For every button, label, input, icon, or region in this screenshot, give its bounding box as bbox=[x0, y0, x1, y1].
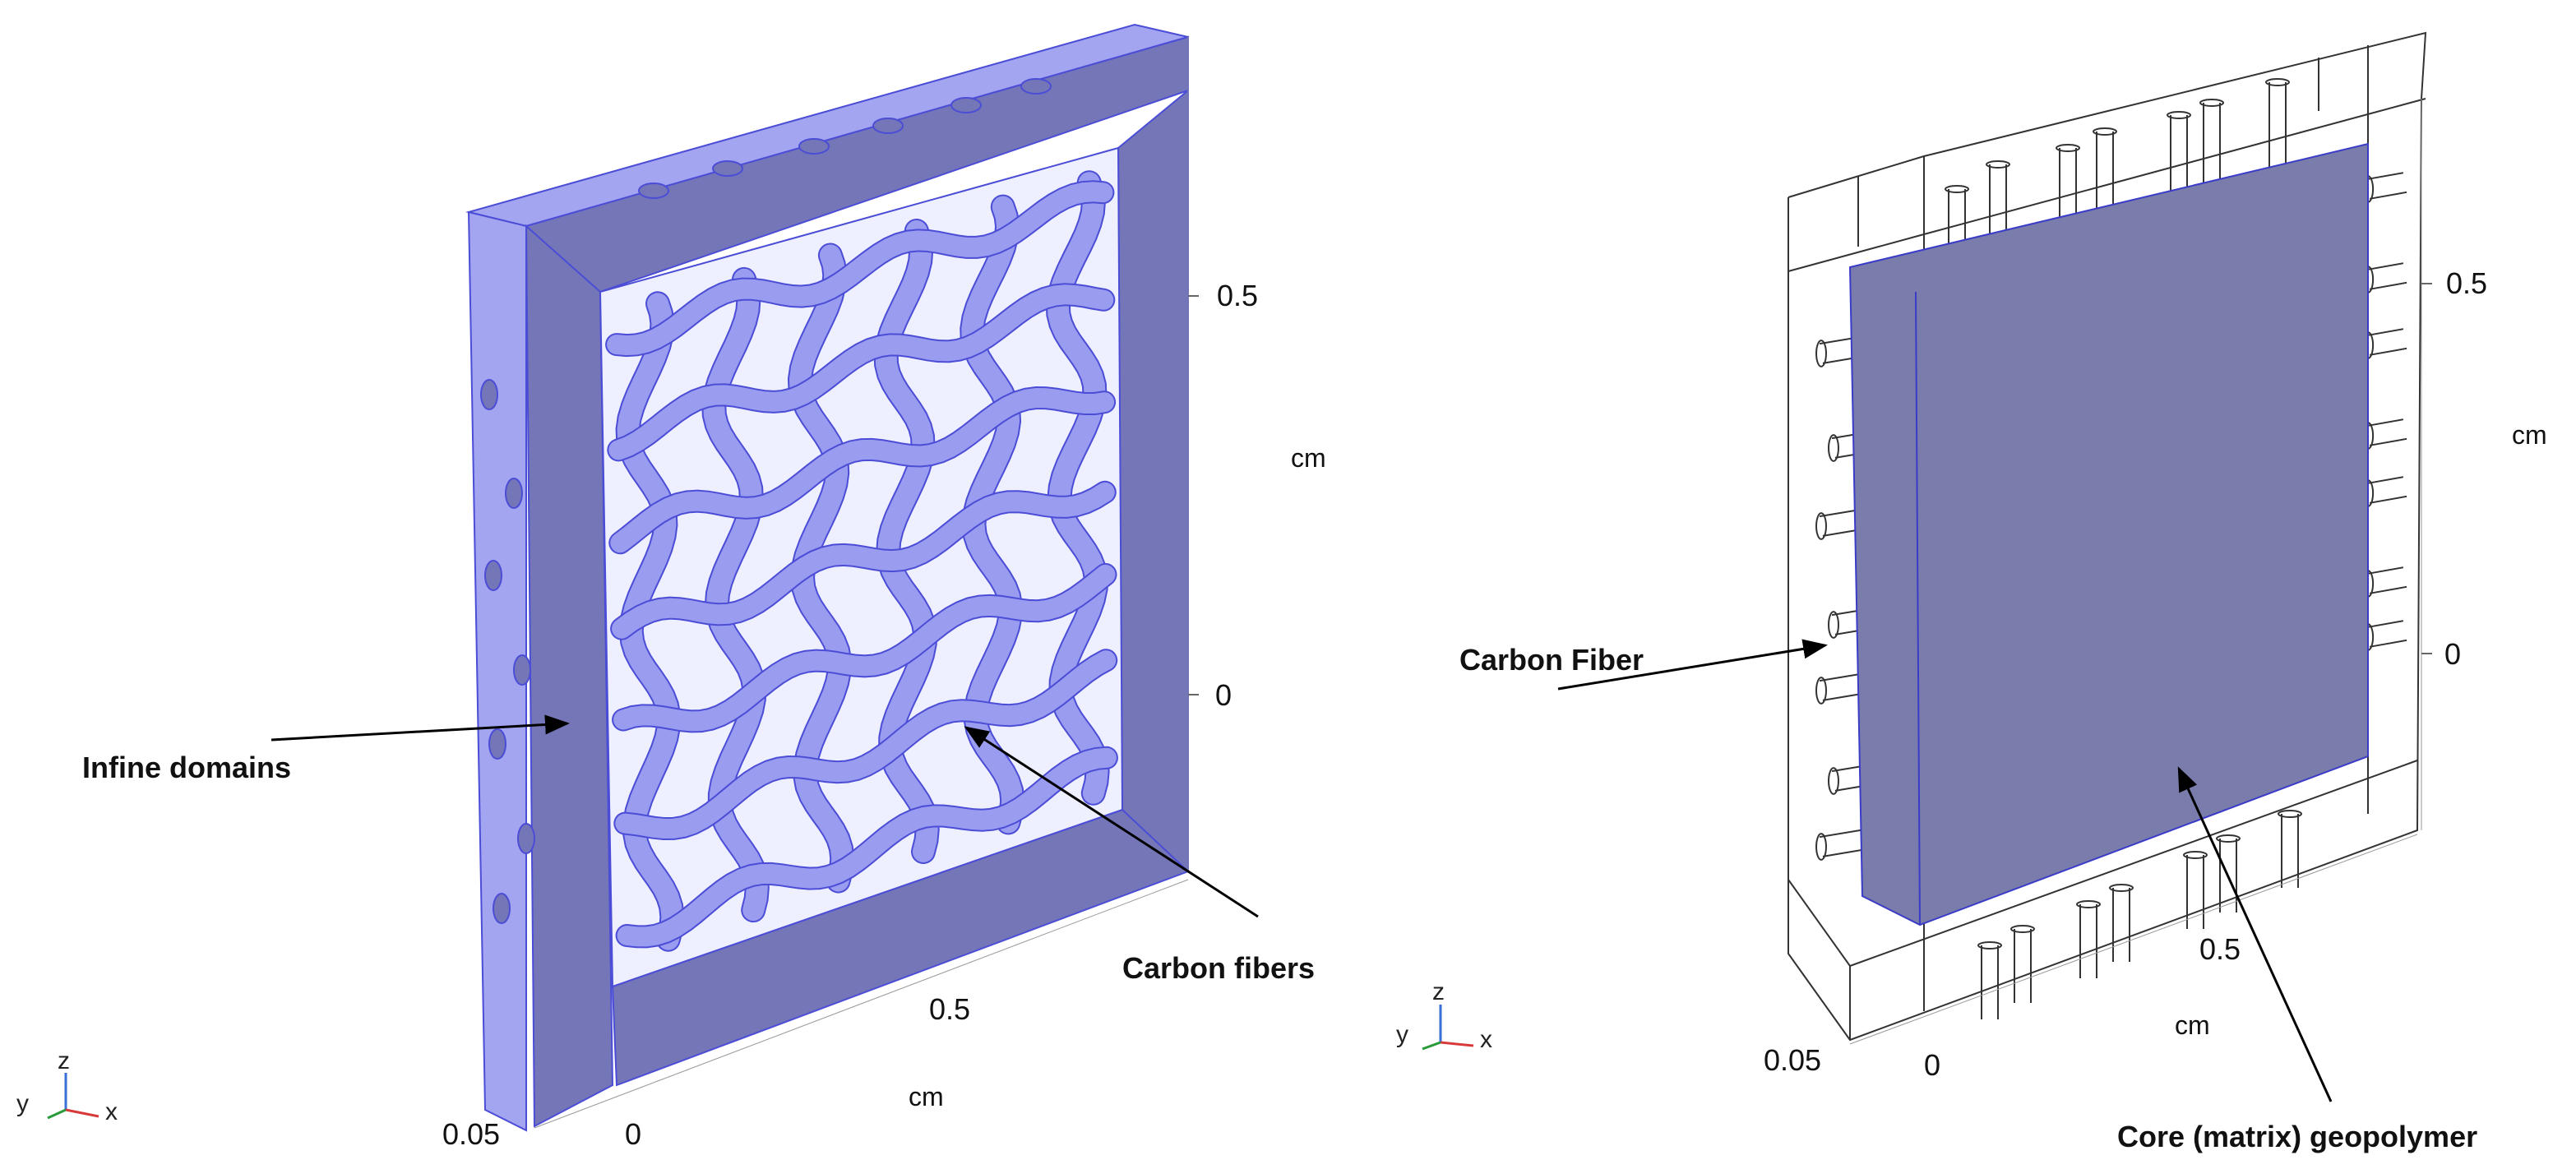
triad-z: z bbox=[58, 1047, 70, 1074]
fiber-tube bbox=[2112, 888, 2130, 962]
fiber-tube bbox=[2366, 328, 2407, 356]
fiber-tube-end bbox=[2199, 99, 2224, 107]
frame-left-side bbox=[467, 210, 527, 1132]
right-axis-triad: z y x bbox=[1396, 978, 1492, 1053]
fiber-tube bbox=[2014, 929, 2032, 1003]
top-holes bbox=[638, 78, 1052, 199]
triad-y-2: y bbox=[1396, 1021, 1408, 1048]
right-model bbox=[1787, 31, 2427, 1042]
triad-y: y bbox=[16, 1090, 29, 1117]
fiber-horizontal bbox=[610, 387, 1115, 553]
fiber-tube bbox=[2268, 82, 2287, 173]
fiber-horizontal bbox=[615, 650, 1117, 839]
left-x-tick-c: 0.5 bbox=[929, 992, 970, 1026]
left-axis-triad: z y x bbox=[16, 1047, 118, 1125]
frame-right-front bbox=[1117, 88, 1189, 889]
frame-left-front bbox=[525, 224, 614, 1128]
left-y-tick-top: 0.5 bbox=[1217, 279, 1258, 312]
triad-x-2: x bbox=[1480, 1026, 1492, 1053]
label-core-matrix: Core (matrix) geopolymer bbox=[2117, 1120, 2477, 1153]
right-axis: 0.5 0 cm 0.05 0 0.5 cm bbox=[1764, 99, 2547, 1082]
left-callouts: Infine domains Carbon fibers bbox=[82, 714, 1315, 985]
fiber-tube bbox=[1981, 945, 1999, 1019]
fiber-tube-end bbox=[2010, 925, 2035, 933]
fiber-tube-end bbox=[1977, 941, 2002, 950]
fiber-tube bbox=[2203, 103, 2221, 193]
left-axis: 0.5 0 cm 0.05 0 0.5 cm bbox=[442, 37, 1326, 1151]
fiber-horizontal bbox=[607, 182, 1113, 356]
fiber-tube bbox=[2366, 476, 2407, 504]
fiber-tube-end bbox=[2076, 900, 2101, 908]
left-model bbox=[465, 23, 1190, 1132]
fiber-horizontal bbox=[613, 564, 1116, 732]
fiber-tube-end bbox=[2216, 834, 2241, 843]
fiber-tube-end bbox=[1828, 611, 1839, 639]
left-y-tick-mid: 0 bbox=[1215, 678, 1232, 712]
left-x-tick-a: 0.05 bbox=[442, 1117, 500, 1151]
core-matrix-plate bbox=[1848, 142, 2369, 926]
core-matrix-arrow bbox=[2177, 766, 2333, 1102]
side-holes bbox=[480, 379, 535, 924]
right-callouts: Carbon Fiber Core (matrix) geopolymer bbox=[1459, 639, 2477, 1153]
right-y-tick-top: 0.5 bbox=[2446, 266, 2487, 300]
fiber-tube-end bbox=[2183, 851, 2208, 859]
fiber-tube-end bbox=[1945, 185, 1969, 193]
fiber-tube bbox=[2366, 418, 2407, 446]
right-x-tick-c: 0.5 bbox=[2199, 932, 2241, 966]
fiber-tube-end bbox=[1815, 833, 1827, 861]
triad-x: x bbox=[105, 1098, 118, 1125]
fiber-tube-end bbox=[1986, 160, 2010, 169]
left-x-unit: cm bbox=[909, 1082, 944, 1111]
left-x-tick-b: 0 bbox=[625, 1117, 641, 1151]
label-infinite-domains: Infine domains bbox=[82, 751, 291, 784]
right-x-unit: cm bbox=[2175, 1010, 2210, 1040]
fiber-tube-end bbox=[1815, 677, 1827, 705]
fiber-horizontal bbox=[617, 747, 1117, 947]
fiber-tube bbox=[2366, 172, 2407, 200]
label-carbon-fibers: Carbon fibers bbox=[1122, 951, 1315, 985]
triad-z-2: z bbox=[1432, 978, 1445, 1005]
fiber-tube bbox=[2219, 839, 2237, 913]
fiber-tube bbox=[2366, 566, 2407, 594]
fiber-tube bbox=[2366, 620, 2407, 648]
label-carbon-fiber: Carbon Fiber bbox=[1459, 643, 1644, 677]
infinite-domain-arrow bbox=[271, 714, 570, 742]
fiber-tube-end bbox=[2056, 144, 2080, 152]
fiber-tube-end bbox=[1828, 434, 1839, 462]
fiber-tube bbox=[2186, 855, 2204, 929]
fiber-tube bbox=[2079, 904, 2097, 978]
right-x-tick-b: 0 bbox=[1924, 1048, 1940, 1082]
right-y-tick-mid: 0 bbox=[2444, 637, 2461, 671]
fiber-tube-end bbox=[1828, 767, 1839, 795]
left-y-unit: cm bbox=[1291, 443, 1326, 473]
fiber-tube-end bbox=[2093, 127, 2117, 136]
fiber-horizontal bbox=[612, 482, 1115, 639]
fiber-tube-end bbox=[2278, 810, 2302, 818]
right-x-tick-a: 0.05 bbox=[1764, 1043, 1821, 1077]
fiber-horizontal bbox=[608, 284, 1114, 460]
carbon-fiber-arrow bbox=[1557, 639, 1828, 691]
fiber-tube bbox=[2281, 814, 2299, 888]
fiber-tube-end bbox=[1815, 340, 1827, 367]
carbon-fibers-arrow bbox=[964, 726, 1259, 918]
fiber-tube-end bbox=[1815, 512, 1827, 540]
fiber-tube bbox=[2366, 262, 2407, 290]
right-y-unit: cm bbox=[2512, 420, 2547, 450]
fiber-tube-end bbox=[2109, 884, 2134, 892]
fiber-tube-end bbox=[2167, 111, 2191, 119]
fiber-tube-end bbox=[2265, 78, 2290, 86]
